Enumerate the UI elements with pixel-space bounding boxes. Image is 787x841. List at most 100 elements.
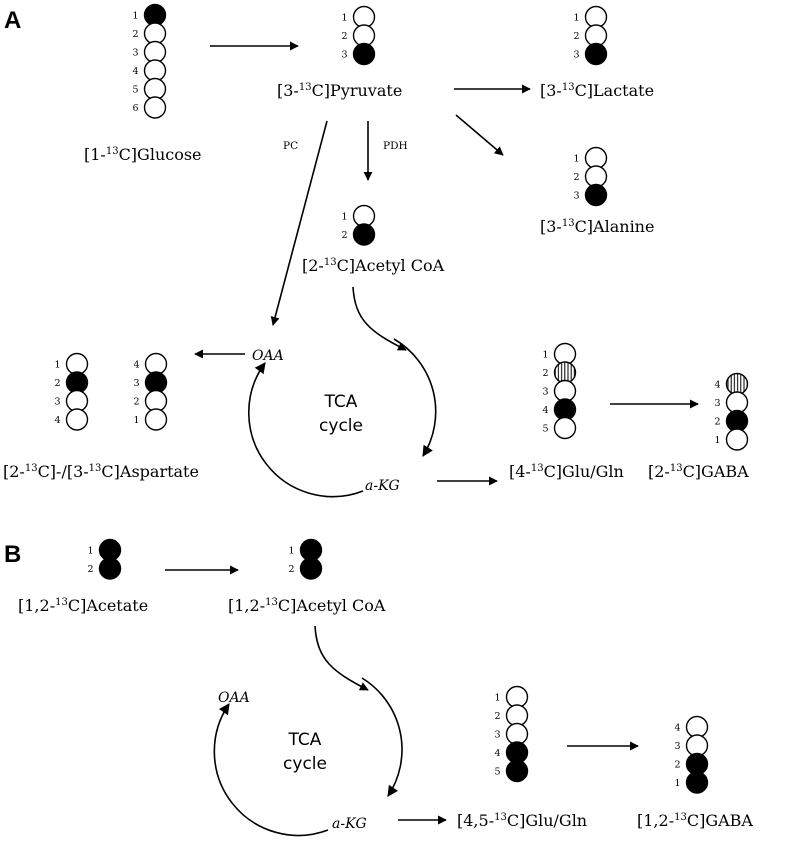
acetyl-coa-stack-a: 12 bbox=[341, 204, 376, 246]
carbon-number: 1 bbox=[54, 360, 60, 371]
carbon-number: 4 bbox=[674, 723, 680, 734]
carbon-atom-filled bbox=[685, 771, 709, 794]
aspartate-left-stack: 1 2 3 4 bbox=[54, 352, 89, 431]
carbon-number: 1 bbox=[132, 11, 138, 22]
carbon-number: 3 bbox=[542, 387, 548, 398]
carbon-number: 4 bbox=[54, 415, 60, 426]
enzyme-pdh-label: PDH bbox=[383, 140, 408, 152]
carbon-atom-filled bbox=[352, 223, 376, 246]
carbon-number: 5 bbox=[132, 85, 138, 96]
carbon-number: 2 bbox=[133, 397, 139, 408]
glu-gln-label-a: [4-13C]Glu/Gln bbox=[509, 462, 624, 481]
enzyme-pc-label: PC bbox=[283, 140, 298, 152]
lactate-stack: 1 2 3 bbox=[573, 5, 608, 66]
atom-stacks: 1234561231231231212344321123454321121212… bbox=[54, 3, 749, 794]
carbon-atom-open bbox=[144, 408, 168, 431]
carbon-number: 3 bbox=[341, 50, 347, 61]
gaba-label-b: [1,2-13C]GABA bbox=[637, 811, 753, 830]
tca-arc-left-a bbox=[247, 362, 364, 498]
carbon-number: 4 bbox=[494, 748, 500, 759]
carbon-number: 3 bbox=[714, 398, 720, 409]
carbon-number: 2 bbox=[341, 31, 347, 42]
carbon-number: 1 bbox=[341, 212, 347, 223]
carbon-number: 1 bbox=[133, 415, 139, 426]
gaba-label-a: [2-13C]GABA bbox=[648, 462, 749, 481]
carbon-number: 2 bbox=[674, 760, 680, 771]
alanine-label: [3-13C]Alanine bbox=[540, 217, 654, 236]
glu-gln-label-b: [4,5-13C]Glu/Gln bbox=[457, 811, 587, 830]
arrow-acetylcoa-to-tca-b bbox=[314, 625, 369, 691]
carbon-number: 1 bbox=[714, 435, 720, 446]
tca-label-b: TCA bbox=[288, 730, 322, 750]
aspartate-right-stack: 4 3 2 1 bbox=[133, 352, 168, 431]
carbon-number: 6 bbox=[132, 103, 138, 114]
carbon-number: 5 bbox=[494, 767, 500, 778]
pyruvate-label: [3-13C]Pyruvate bbox=[277, 81, 402, 100]
carbon-number: 1 bbox=[494, 693, 500, 704]
oaa-label-a: OAA bbox=[252, 348, 284, 364]
acetyl-coa-label-b: [1,2-13C]Acetyl CoA bbox=[228, 596, 386, 615]
carbon-atom-filled bbox=[352, 42, 376, 66]
carbon-number: 2 bbox=[132, 29, 138, 40]
carbon-number: 2 bbox=[494, 711, 500, 722]
carbon-number: 2 bbox=[573, 31, 579, 42]
carbon-number: 1 bbox=[573, 13, 579, 24]
carbon-number: 3 bbox=[54, 397, 60, 408]
carbon-atom-filled bbox=[299, 557, 323, 580]
carbon-atom-filled bbox=[98, 557, 122, 580]
carbon-number: 5 bbox=[542, 424, 548, 435]
carbon-number: 4 bbox=[714, 380, 720, 391]
carbon-number: 2 bbox=[288, 564, 294, 575]
carbon-number: 3 bbox=[133, 378, 139, 389]
cycle-label-b: cycle bbox=[283, 754, 327, 774]
glu-gln-stack-b: 1 2 3 4 5 bbox=[494, 685, 529, 783]
oaa-label-b: OAA bbox=[218, 690, 250, 706]
acetate-stack: 12 bbox=[87, 538, 122, 580]
tca-label-a: TCA bbox=[324, 392, 358, 412]
carbon-number: 2 bbox=[573, 172, 579, 183]
arrow-pc bbox=[270, 120, 328, 326]
carbon-atom-filled bbox=[505, 759, 529, 783]
tca-arc-right-a bbox=[393, 338, 437, 457]
carbon-number: 1 bbox=[87, 546, 93, 557]
carbon-number: 2 bbox=[87, 564, 93, 575]
carbon-number: 1 bbox=[573, 154, 579, 165]
arrow-pyruvate-to-alanine bbox=[455, 114, 504, 156]
lactate-label: [3-13C]Lactate bbox=[540, 81, 654, 100]
carbon-number: 3 bbox=[573, 191, 579, 202]
pyruvate-stack: 123 bbox=[341, 5, 376, 66]
carbon-atom-open bbox=[725, 428, 749, 451]
carbon-number: 4 bbox=[132, 66, 138, 77]
carbon-atom-open bbox=[143, 96, 167, 119]
acetyl-coa-label: [2-13C]Acetyl CoA bbox=[302, 256, 445, 275]
akg-label-a: a-KG bbox=[365, 478, 400, 494]
carbon-number: 4 bbox=[542, 405, 548, 416]
carbon-number: 3 bbox=[573, 50, 579, 61]
carbon-number: 4 bbox=[133, 360, 139, 371]
carbon-number: 1 bbox=[674, 778, 680, 789]
carbon-atom-filled bbox=[584, 183, 608, 207]
aspartate-label: [2-13C]-/[3-13C]Aspartate bbox=[3, 462, 199, 481]
carbon-number: 2 bbox=[341, 230, 347, 241]
glucose-stack: 1 2 3 4 5 6 bbox=[132, 3, 167, 119]
panel-a-letter: A bbox=[4, 7, 21, 34]
carbon-number: 3 bbox=[494, 730, 500, 741]
acetate-label: [1,2-13C]Acetate bbox=[18, 596, 148, 615]
carbon-number: 2 bbox=[54, 378, 60, 389]
tca-arc-right-b bbox=[361, 677, 403, 797]
akg-label-b: a-KG bbox=[332, 816, 367, 832]
arrow-acetylcoa-to-tca-a bbox=[352, 286, 407, 351]
alanine-stack: 1 2 3 bbox=[573, 146, 608, 207]
carbon-number: 1 bbox=[288, 546, 294, 557]
carbon-number: 1 bbox=[542, 350, 548, 361]
glucose-label: [1-13C]Glucose bbox=[84, 145, 202, 164]
carbon-number: 3 bbox=[132, 48, 138, 59]
panel-b-letter: B bbox=[4, 541, 21, 568]
tca-arc-left-b bbox=[213, 703, 329, 837]
carbon-atom-open bbox=[553, 416, 577, 440]
